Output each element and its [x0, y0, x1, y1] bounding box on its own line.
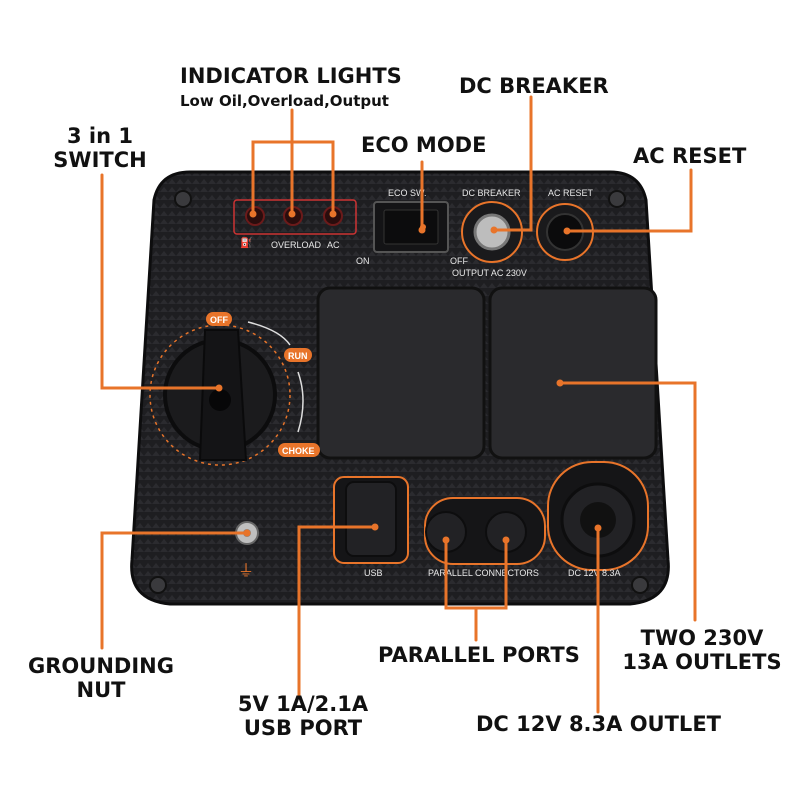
eco-switch-rocker: [383, 209, 439, 245]
screw-icon: [608, 190, 626, 208]
dc-breaker-callout: DC BREAKER: [459, 74, 609, 98]
switch-callout: 3 in 1 SWITCH: [40, 124, 160, 172]
grounding-callout-line1: GROUNDING: [28, 654, 174, 678]
svg-text:CHOKE: CHOKE: [282, 446, 315, 456]
grounding-callout-line2: NUT: [76, 678, 126, 703]
svg-text:RUN: RUN: [288, 351, 308, 361]
outlets-callout-line2: 13A OUTLETS: [622, 650, 782, 675]
usb-port-cover: [345, 481, 397, 557]
svg-text:OFF: OFF: [210, 315, 228, 325]
svg-text:PARALLEL CONNECTORS: PARALLEL CONNECTORS: [428, 568, 539, 578]
eco-mode-callout: ECO MODE: [361, 133, 487, 157]
svg-text:DC 12V 8.3A: DC 12V 8.3A: [568, 568, 621, 578]
screw-icon: [174, 190, 192, 208]
svg-text:OUTPUT AC 230V: OUTPUT AC 230V: [452, 268, 527, 278]
outlets-callout: TWO 230V 13A OUTLETS: [622, 626, 782, 674]
svg-text:USB: USB: [364, 568, 383, 578]
svg-text:DC BREAKER: DC BREAKER: [462, 188, 521, 198]
usb-callout: 5V 1A/2.1A USB PORT: [228, 692, 378, 740]
ground-symbol-icon: ⏚: [238, 562, 254, 580]
screw-icon: [631, 576, 649, 594]
switch-callout-line2: SWITCH: [53, 148, 147, 173]
ac-outlet-cover-right: [488, 286, 658, 460]
svg-text:AC RESET: AC RESET: [548, 188, 594, 198]
svg-text:ON: ON: [356, 256, 370, 266]
svg-text:OFF: OFF: [450, 256, 468, 266]
svg-text:OVERLOAD: OVERLOAD: [271, 240, 322, 250]
ac-outlet-cover-left: [316, 286, 486, 460]
ac-reset-callout: AC RESET: [633, 144, 747, 168]
dc-outlet-callout: DC 12V 8.3A OUTLET: [476, 712, 721, 736]
outlets-callout-line1: TWO 230V: [640, 626, 764, 650]
grounding-callout: GROUNDING NUT: [26, 654, 176, 702]
usb-callout-line1: 5V 1A/2.1A: [237, 692, 369, 716]
indicator-lights-callout: INDICATOR LIGHTS: [180, 64, 402, 88]
screw-icon: [149, 576, 167, 594]
oil-warning-icon: ⛽: [240, 236, 252, 249]
indicator-lights-subtitle: Low Oil,Overload,Output: [180, 92, 389, 110]
parallel-ports-callout: PARALLEL PORTS: [378, 643, 580, 667]
svg-text:AC: AC: [327, 240, 340, 250]
svg-text:ECO SW.: ECO SW.: [388, 188, 427, 198]
indicator-lights-frame: [233, 199, 357, 235]
usb-callout-line2: USB PORT: [243, 716, 363, 741]
switch-callout-line1: 3 in 1: [67, 124, 133, 148]
